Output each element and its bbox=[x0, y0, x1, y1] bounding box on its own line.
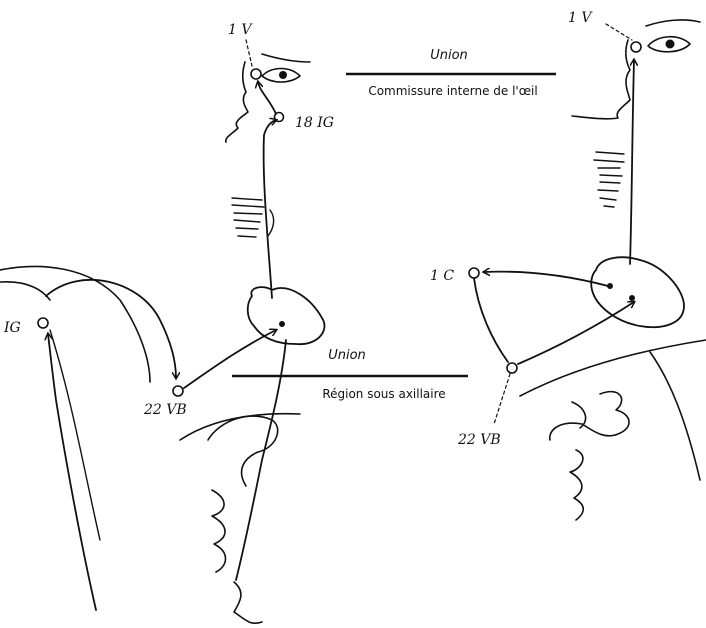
left-ig-point bbox=[38, 318, 48, 328]
right-1v-point bbox=[631, 42, 641, 52]
left-eye-pupil bbox=[279, 71, 287, 79]
left-chest-organ bbox=[248, 287, 325, 344]
right-eye-pupil bbox=[666, 40, 675, 49]
label-1v-left: 1 V bbox=[228, 22, 253, 38]
left-figure bbox=[0, 40, 324, 623]
right-22vb-to-organ bbox=[518, 302, 634, 364]
upper-union-block: Union Commissure interne de l'œil bbox=[346, 48, 556, 98]
label-ig-cut: IG bbox=[3, 320, 21, 336]
label-18ig: 18 IG bbox=[295, 115, 334, 131]
left-face-profile bbox=[226, 62, 248, 142]
left-abdomen-squiggle bbox=[212, 490, 226, 572]
right-22vb-leader bbox=[494, 374, 510, 424]
label-1v-right: 1 V bbox=[568, 10, 593, 26]
left-ascending-meridian bbox=[264, 120, 276, 298]
left-arm-ascending bbox=[48, 334, 96, 610]
label-1c: 1 C bbox=[430, 268, 454, 284]
lower-union-word: Union bbox=[328, 348, 366, 363]
right-armpit-curve bbox=[520, 340, 706, 396]
right-face-profile bbox=[572, 40, 630, 119]
left-18ig-to-1v bbox=[258, 82, 276, 114]
right-organ-point-lower bbox=[629, 295, 635, 301]
left-22vb-point bbox=[173, 386, 183, 396]
right-lower-squiggle bbox=[570, 450, 583, 520]
right-1v-leader bbox=[606, 24, 632, 40]
right-ascending-meridian bbox=[630, 60, 634, 264]
right-abdomen-squiggle bbox=[550, 392, 629, 440]
left-1v-leader bbox=[246, 40, 252, 66]
right-eyebrow bbox=[646, 20, 700, 26]
left-abdomen-curve bbox=[208, 416, 278, 486]
label-22vb-left: 22 VB bbox=[143, 402, 187, 418]
left-1v-point bbox=[251, 69, 261, 79]
left-lower-squiggle bbox=[234, 582, 262, 623]
left-arm-meridian-arc bbox=[46, 280, 176, 378]
left-arm-outline-2 bbox=[0, 282, 50, 300]
right-body-outline bbox=[650, 352, 700, 480]
right-neck-hatching bbox=[594, 152, 624, 207]
left-organ-point bbox=[279, 321, 285, 327]
right-organ-to-1c bbox=[484, 272, 608, 286]
right-1c-point bbox=[469, 268, 479, 278]
lower-union-caption: Région sous axillaire bbox=[322, 387, 445, 401]
lower-union-block: Union Région sous axillaire bbox=[232, 348, 468, 401]
upper-union-word: Union bbox=[430, 48, 468, 63]
upper-union-caption: Commissure interne de l'œil bbox=[368, 84, 537, 98]
left-22vb-to-chest bbox=[184, 330, 276, 388]
left-eyebrow bbox=[262, 54, 310, 62]
right-22vb-point bbox=[507, 363, 517, 373]
right-chest-organ bbox=[591, 257, 684, 327]
label-22vb-right: 22 VB bbox=[457, 432, 501, 448]
right-1c-loop bbox=[474, 278, 508, 362]
left-armpit-curve bbox=[180, 414, 300, 440]
